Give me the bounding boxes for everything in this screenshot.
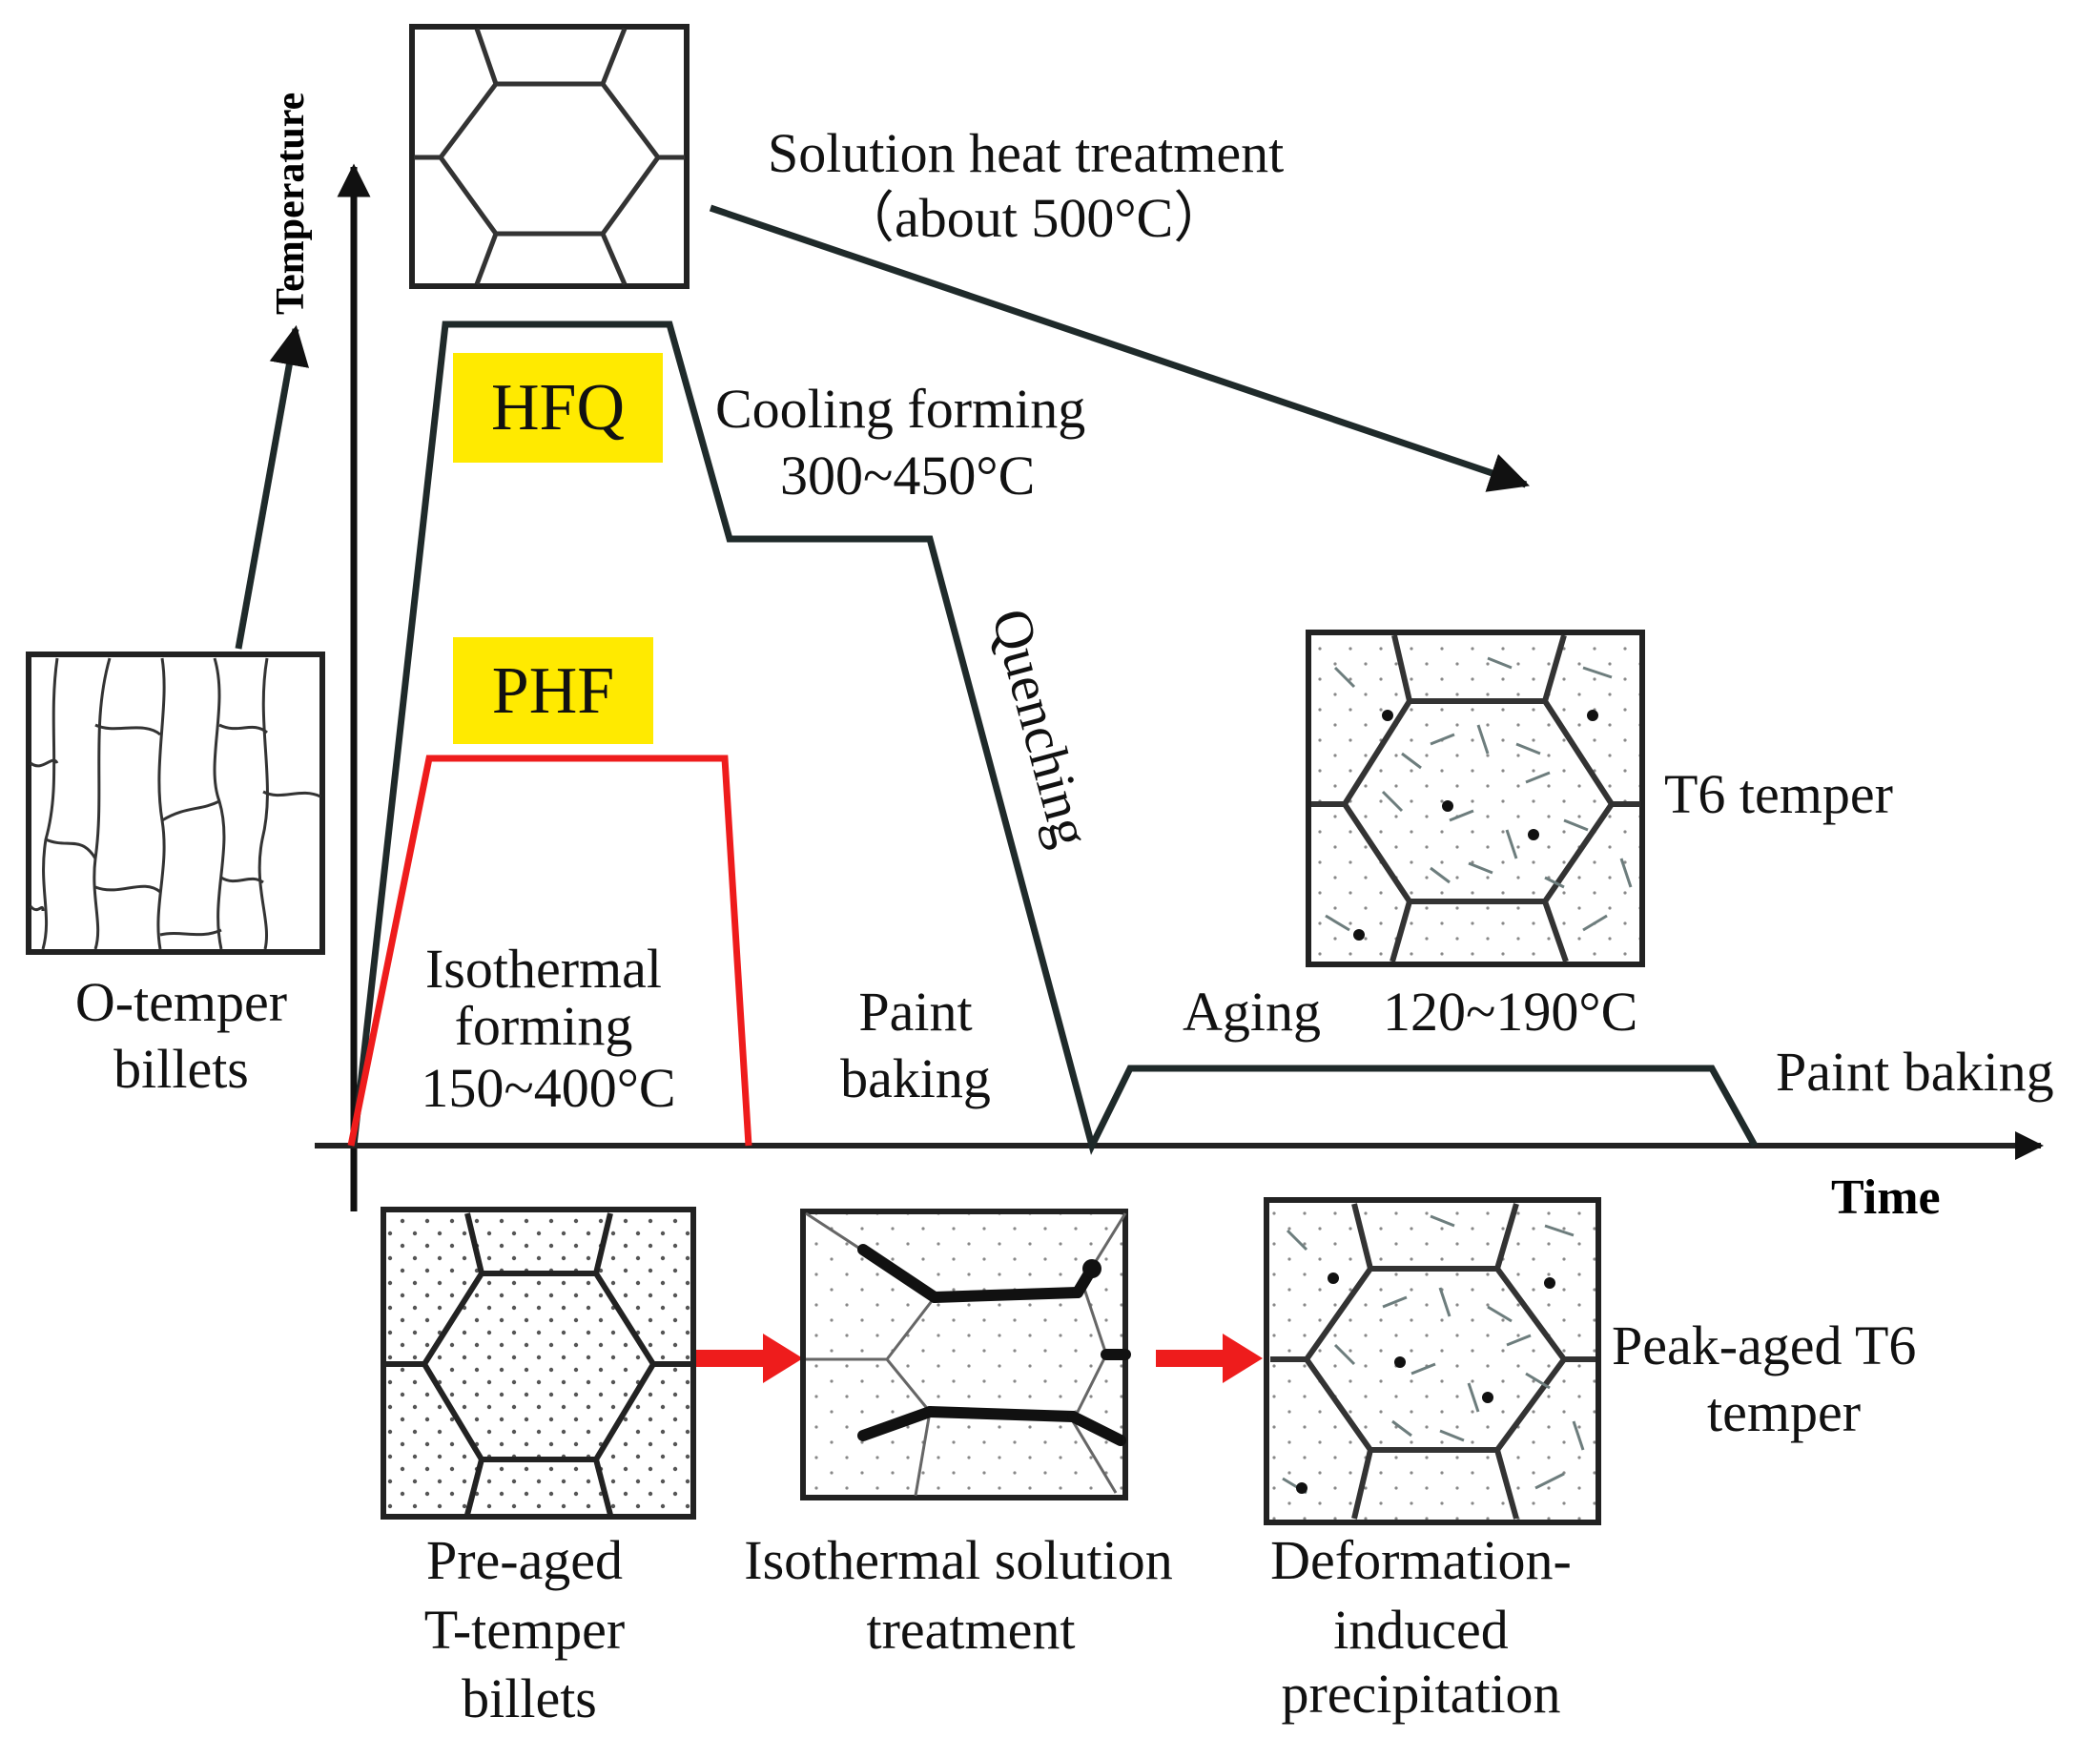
aging-temp-label: 120~190°C: [1383, 981, 1637, 1043]
hfq-badge-label: HFQ: [491, 371, 625, 445]
phf-badge: PHF: [453, 637, 653, 744]
iso-solution-label-line2: treatment: [866, 1599, 1075, 1661]
deformation-microstructure: [1264, 1197, 1601, 1525]
iso-solution-microstructure: [800, 1209, 1131, 1500]
t6-grain-icon: [1306, 630, 1645, 967]
y-axis-label: Temperature: [269, 93, 313, 315]
isothermal-label-line2: forming: [455, 995, 633, 1057]
x-axis-label: Time: [1831, 1170, 1941, 1225]
deformation-label-line2: induced: [1333, 1599, 1509, 1661]
paint-baking-mid-line2: baking: [840, 1047, 991, 1109]
phf-temperature-curve: [347, 755, 752, 1147]
solution-microstructure: [409, 24, 690, 289]
solution-label-line1: Solution heat treatment: [768, 122, 1284, 184]
t6-microstructure: [1306, 630, 1645, 967]
t6-temper-label: T6 temper: [1664, 763, 1893, 825]
preaged-label-line3: billets: [462, 1667, 597, 1729]
solution-grain-icon: [409, 24, 690, 289]
labels: Solution heat treatment （about 500°C） Co…: [75, 122, 2054, 1729]
phf-badge-label: PHF: [492, 654, 614, 728]
flow-arrow-1: [696, 1334, 803, 1383]
iso-solution-grain-icon: [800, 1209, 1128, 1500]
deformation-label-line3: precipitation: [1281, 1663, 1560, 1725]
deformation-grain-icon: [1264, 1197, 1601, 1525]
aging-label: Aging: [1183, 981, 1321, 1043]
peak-aged-label-line1: Peak-aged T6: [1612, 1314, 1916, 1376]
o-temper-microstructure: [26, 652, 325, 955]
coarse-grains-icon: [26, 652, 325, 955]
isothermal-label-line1: Isothermal: [425, 938, 662, 1000]
hfq-temperature-curve: [350, 321, 1759, 1155]
isothermal-label-line3: 150~400°C: [421, 1057, 675, 1119]
o-temper-label-line2: billets: [113, 1038, 249, 1100]
solution-label-line2: （about 500°C）: [839, 187, 1228, 249]
hfq-badge: HFQ: [453, 353, 663, 463]
flow-arrow-2: [1156, 1334, 1263, 1383]
preaged-microstructure: [381, 1207, 696, 1520]
solution-to-t6-arrow: [709, 204, 1530, 492]
preaged-grain-icon: [381, 1207, 696, 1520]
preaged-label-line2: T-temper: [424, 1599, 625, 1661]
cooling-label-line2: 300~450°C: [780, 445, 1035, 507]
preaged-label-line1: Pre-aged: [426, 1529, 623, 1591]
iso-solution-label-line1: Isothermal solution: [744, 1529, 1172, 1591]
o-temper-to-axis-arrow: [235, 324, 310, 650]
paint-baking-mid-line1: Paint: [858, 981, 972, 1043]
peak-aged-label-line2: temper: [1707, 1381, 1861, 1443]
o-temper-label-line1: O-temper: [75, 971, 287, 1033]
cooling-label-line1: Cooling forming: [715, 378, 1085, 440]
deformation-label-line1: Deformation-: [1270, 1529, 1572, 1591]
quenching-label: Quenching: [979, 603, 1102, 854]
paint-baking-right-label: Paint baking: [1776, 1041, 2054, 1103]
